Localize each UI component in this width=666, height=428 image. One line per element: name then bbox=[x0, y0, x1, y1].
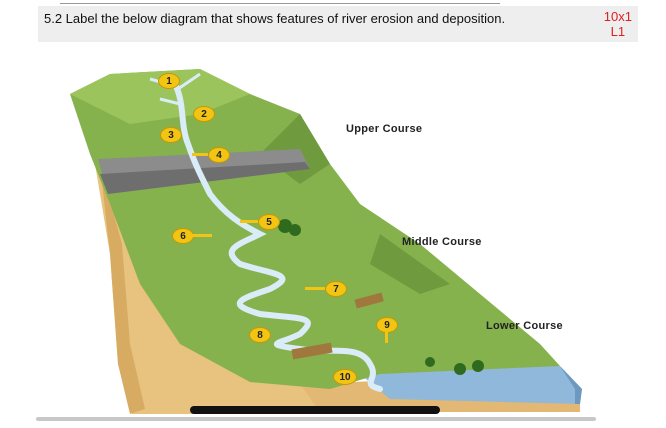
marker-5: 5 bbox=[258, 214, 280, 230]
marker-7: 7 bbox=[325, 281, 347, 297]
marker-6-arrow bbox=[192, 234, 212, 237]
top-rule bbox=[60, 3, 500, 4]
river-diagram bbox=[70, 69, 582, 414]
scrollbar-track[interactable] bbox=[36, 417, 596, 421]
tree bbox=[278, 219, 292, 233]
level-value: L1 bbox=[610, 24, 626, 39]
marker-5-arrow bbox=[240, 220, 258, 223]
marker-9-arrow bbox=[385, 331, 388, 343]
marker-4: 4 bbox=[208, 147, 230, 163]
label-lower-course: Lower Course bbox=[486, 320, 563, 332]
marker-7-arrow bbox=[305, 287, 325, 290]
marker-3: 3 bbox=[160, 127, 182, 143]
field bbox=[291, 342, 333, 360]
marker-1: 1 bbox=[158, 73, 180, 89]
marks-value: 10x1 bbox=[603, 9, 632, 24]
marker-8: 8 bbox=[249, 327, 271, 343]
marker-2: 2 bbox=[193, 106, 215, 122]
label-upper-course: Upper Course bbox=[346, 123, 423, 135]
marker-4-arrow bbox=[192, 153, 208, 156]
marker-10: 10 bbox=[333, 369, 357, 385]
marker-6: 6 bbox=[172, 228, 194, 244]
question-bar: 5.2 Label the below diagram that shows f… bbox=[38, 6, 638, 42]
label-middle-course: Middle Course bbox=[402, 236, 482, 248]
question-text: 5.2 Label the below diagram that shows f… bbox=[44, 11, 506, 26]
marks-box: 10x1 L1 bbox=[604, 9, 632, 39]
scrollbar-thumb[interactable] bbox=[190, 406, 440, 414]
